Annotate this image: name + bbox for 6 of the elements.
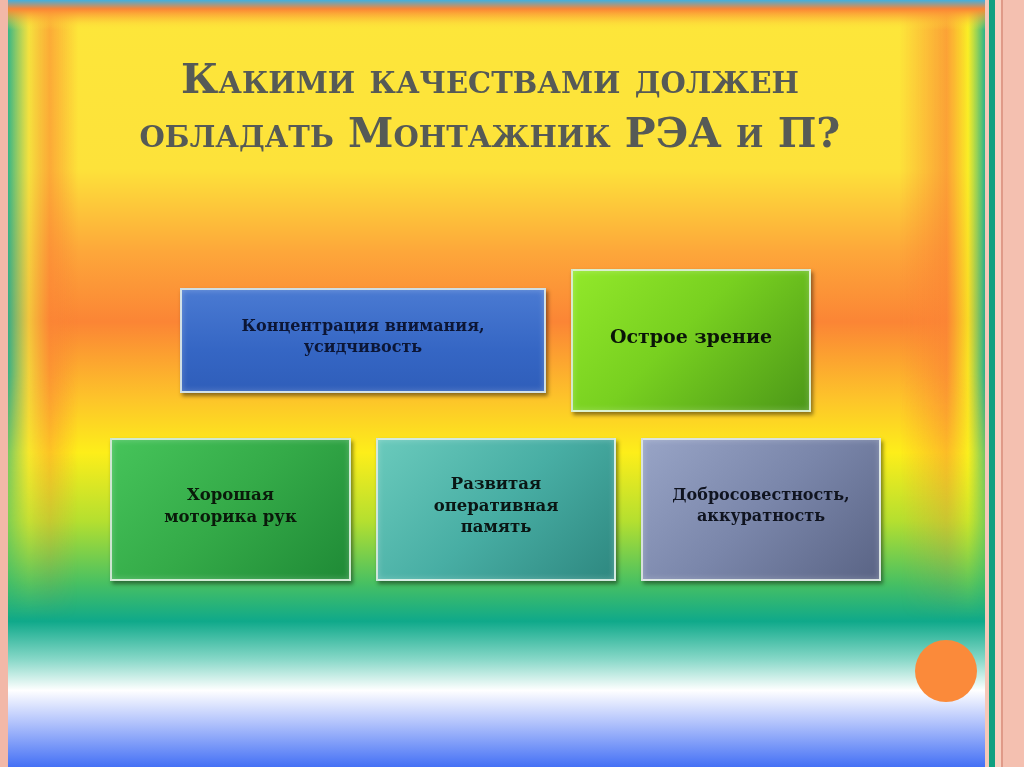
box-text: Концентрация внимания, усидчивость bbox=[240, 315, 486, 358]
box-text: Развитая оперативная память bbox=[432, 473, 560, 538]
box-text: Добросовестность, аккуратность bbox=[671, 484, 851, 527]
box-text: Острое зрение bbox=[609, 324, 773, 349]
slide-title: Какими качествами должен обладать Монтажник РЭА и П? bbox=[138, 54, 842, 159]
box-text: Хорошая моторика рук bbox=[163, 484, 298, 527]
